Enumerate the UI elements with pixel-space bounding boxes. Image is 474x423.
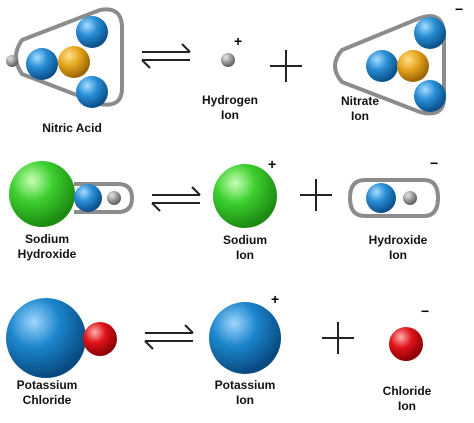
- nitrate-ion-molecule: [333, 14, 446, 116]
- sodium-hydroxide-molecule: [9, 161, 135, 227]
- label-line: Ion: [389, 248, 407, 262]
- label-line: Potassium: [214, 378, 276, 392]
- plus-sign: [322, 322, 354, 354]
- oxygen-atom: [414, 80, 446, 112]
- chloride-ion-atom: [389, 327, 423, 361]
- oxygen-atom: [76, 16, 108, 48]
- label-line: Ion: [351, 109, 369, 123]
- nitrate-ion-charge: −: [455, 1, 464, 17]
- sodium-atom: [9, 161, 75, 227]
- potassium-ion-atom: [209, 302, 281, 374]
- plus-sign: [270, 50, 302, 82]
- equilibrium-arrow: [151, 186, 201, 212]
- label-line: Chloride: [22, 393, 72, 407]
- hydroxide-ion-label: Hydroxide Ion: [348, 233, 448, 263]
- oxygen-atom: [414, 17, 446, 49]
- label-line: Nitric Acid: [42, 121, 102, 135]
- chlorine-atom: [83, 322, 117, 356]
- oxygen-atom: [76, 76, 108, 108]
- label-line: Hydroxide: [17, 247, 77, 261]
- hydrogen-atom: [6, 55, 18, 67]
- potassium-ion-charge: +: [271, 291, 280, 307]
- label-line: Sodium: [25, 232, 69, 246]
- sodium-ion-atom: [213, 164, 277, 228]
- bond-outline: [333, 14, 446, 116]
- sodium-ion-label: Sodium Ion: [200, 233, 290, 263]
- bond-outline: [74, 182, 135, 214]
- potassium-atom: [6, 298, 86, 378]
- potassium-chloride-molecule: [6, 298, 117, 378]
- label-line: Potassium: [16, 378, 78, 392]
- label-line: Ion: [398, 399, 416, 413]
- hydrogen-ion-label: Hydrogen Ion: [185, 93, 275, 123]
- nitric-acid-molecule: [6, 7, 124, 108]
- label-line: Sodium: [223, 233, 267, 247]
- oxygen-atom: [74, 184, 102, 212]
- label-line: Hydroxide: [368, 233, 428, 247]
- label-line: Hydrogen: [201, 93, 258, 107]
- oxygen-atom: [26, 48, 58, 80]
- potassium-chloride-label: Potassium Chloride: [2, 378, 92, 408]
- label-line: Ion: [221, 108, 239, 122]
- nitrogen-atom: [58, 46, 90, 78]
- label-line: Ion: [236, 248, 254, 262]
- equilibrium-arrow: [144, 324, 194, 350]
- sodium-ion-charge: +: [268, 156, 277, 172]
- plus-sign: [300, 179, 332, 211]
- nitric-acid-label: Nitric Acid: [22, 121, 122, 136]
- oxygen-atom: [366, 50, 398, 82]
- nitrogen-atom: [397, 50, 429, 82]
- equilibrium-arrow: [141, 43, 191, 69]
- hydrogen-ion-atom: [221, 53, 235, 67]
- potassium-ion-label: Potassium Ion: [200, 378, 290, 408]
- hydrogen-atom: [403, 191, 417, 205]
- hydrogen-atom: [107, 191, 121, 205]
- sodium-hydroxide-label: Sodium Hydroxide: [2, 232, 92, 262]
- chloride-ion-charge: −: [421, 303, 430, 319]
- label-line: Chloride: [382, 384, 432, 398]
- chloride-ion-label: Chloride Ion: [362, 384, 452, 414]
- oxygen-atom: [366, 183, 396, 213]
- label-line: Ion: [236, 393, 254, 407]
- nitrate-ion-label: Nitrate Ion: [315, 94, 405, 124]
- hydroxide-ion-charge: −: [430, 155, 439, 171]
- hydroxide-ion-molecule: [347, 178, 441, 218]
- bond-outline: [347, 178, 441, 218]
- label-line: Nitrate: [340, 94, 379, 108]
- hydrogen-ion-charge: +: [234, 33, 243, 49]
